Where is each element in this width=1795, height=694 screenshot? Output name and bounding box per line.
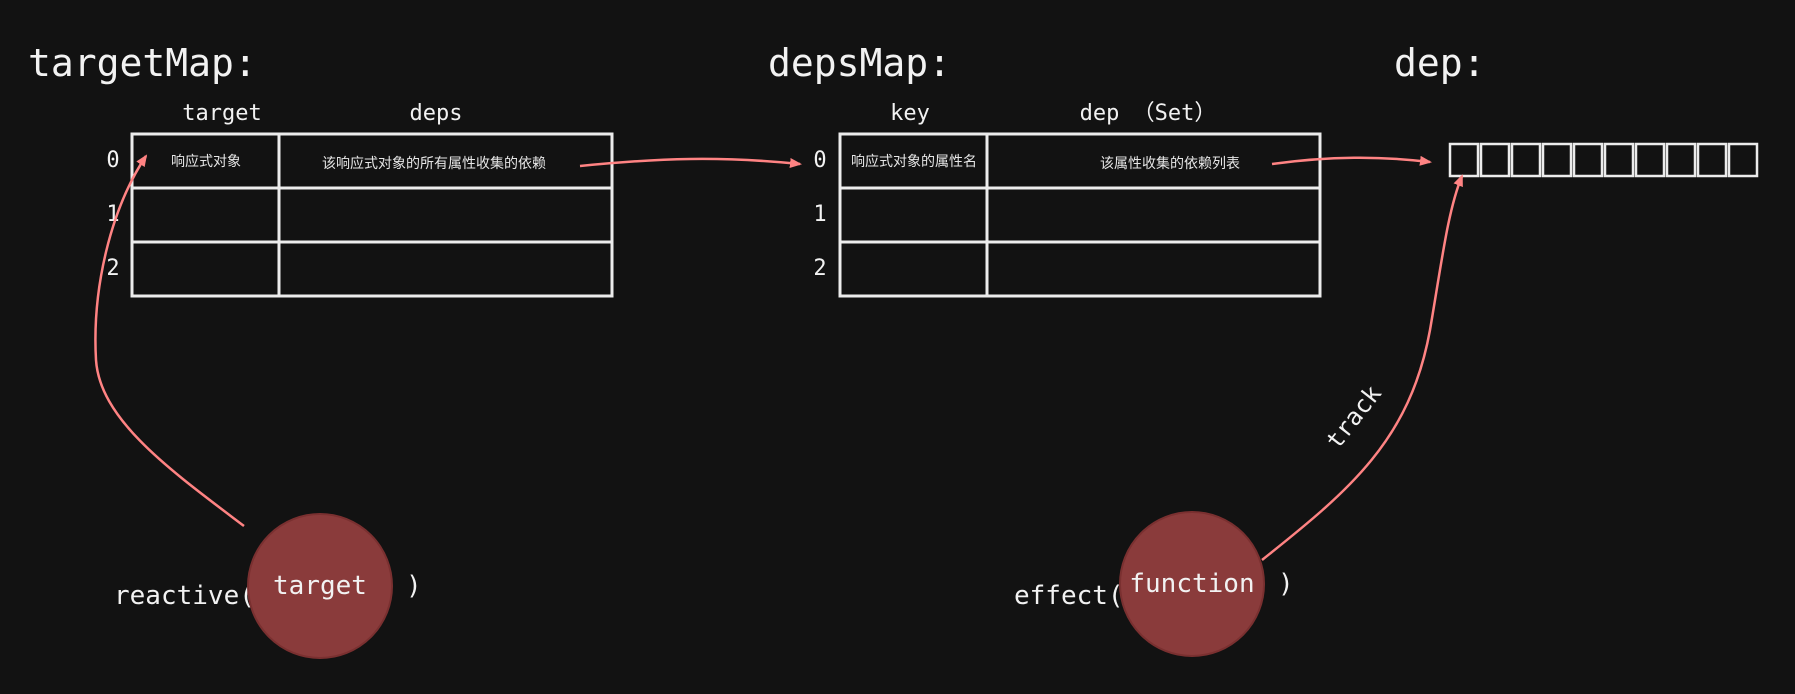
dep-set-slots	[1448, 142, 1759, 178]
targetmap-cell-target: 响应式对象	[171, 153, 241, 170]
dep-slot	[1727, 142, 1759, 178]
reactive-call-suffix: )	[406, 571, 422, 601]
depsmap-row-index: 1	[813, 202, 826, 227]
dep-slot	[1479, 142, 1511, 178]
reactive-target-circle	[247, 513, 393, 659]
dep-slot	[1665, 142, 1697, 178]
track-label: track	[1320, 380, 1387, 455]
dep-slot	[1572, 142, 1604, 178]
effect-call-arg: function	[1129, 569, 1254, 599]
track-arrow	[1261, 174, 1464, 561]
depsmap-col-dep: dep （Set）	[1080, 101, 1217, 126]
dep-slot	[1696, 142, 1728, 178]
targetmap-col-deps: deps	[410, 101, 463, 126]
reactive-call-prefix: reactive(	[114, 581, 255, 611]
depsmap-cell-key: 响应式对象的属性名	[851, 153, 977, 170]
reactive-call-arg: target	[273, 571, 367, 601]
targetmap-cell-deps: 该响应式对象的所有属性收集的依赖	[322, 155, 546, 172]
targetmap-row-index: 0	[106, 148, 119, 173]
dep-title: dep:	[1394, 41, 1486, 85]
depsmap-row-index: 2	[813, 256, 826, 281]
targetmap-col-target: target	[182, 101, 261, 126]
targetmap-title: targetMap:	[28, 41, 257, 85]
dep-to-set-arrow	[1271, 155, 1432, 166]
depsmap-title: depsMap:	[768, 41, 951, 85]
deps-to-depsmap-arrow	[579, 157, 802, 168]
effect-function-circle	[1119, 511, 1265, 657]
dep-slot	[1541, 142, 1573, 178]
depsmap-table	[838, 132, 1322, 298]
targetmap-row-index: 2	[106, 256, 119, 281]
targetmap-table	[130, 132, 614, 298]
dep-slot	[1510, 142, 1542, 178]
effect-call-suffix: )	[1278, 569, 1294, 599]
effect-call-prefix: effect(	[1014, 581, 1124, 611]
depsmap-row-index: 0	[813, 148, 826, 173]
targetmap-row-index: 1	[106, 202, 119, 227]
depsmap-cell-dep: 该属性收集的依赖列表	[1100, 155, 1240, 172]
depsmap-col-key: key	[890, 101, 930, 126]
dep-slot	[1603, 142, 1635, 178]
dep-slot	[1634, 142, 1666, 178]
dep-slot	[1448, 142, 1480, 178]
reactive-to-target-arrow	[94, 154, 245, 527]
